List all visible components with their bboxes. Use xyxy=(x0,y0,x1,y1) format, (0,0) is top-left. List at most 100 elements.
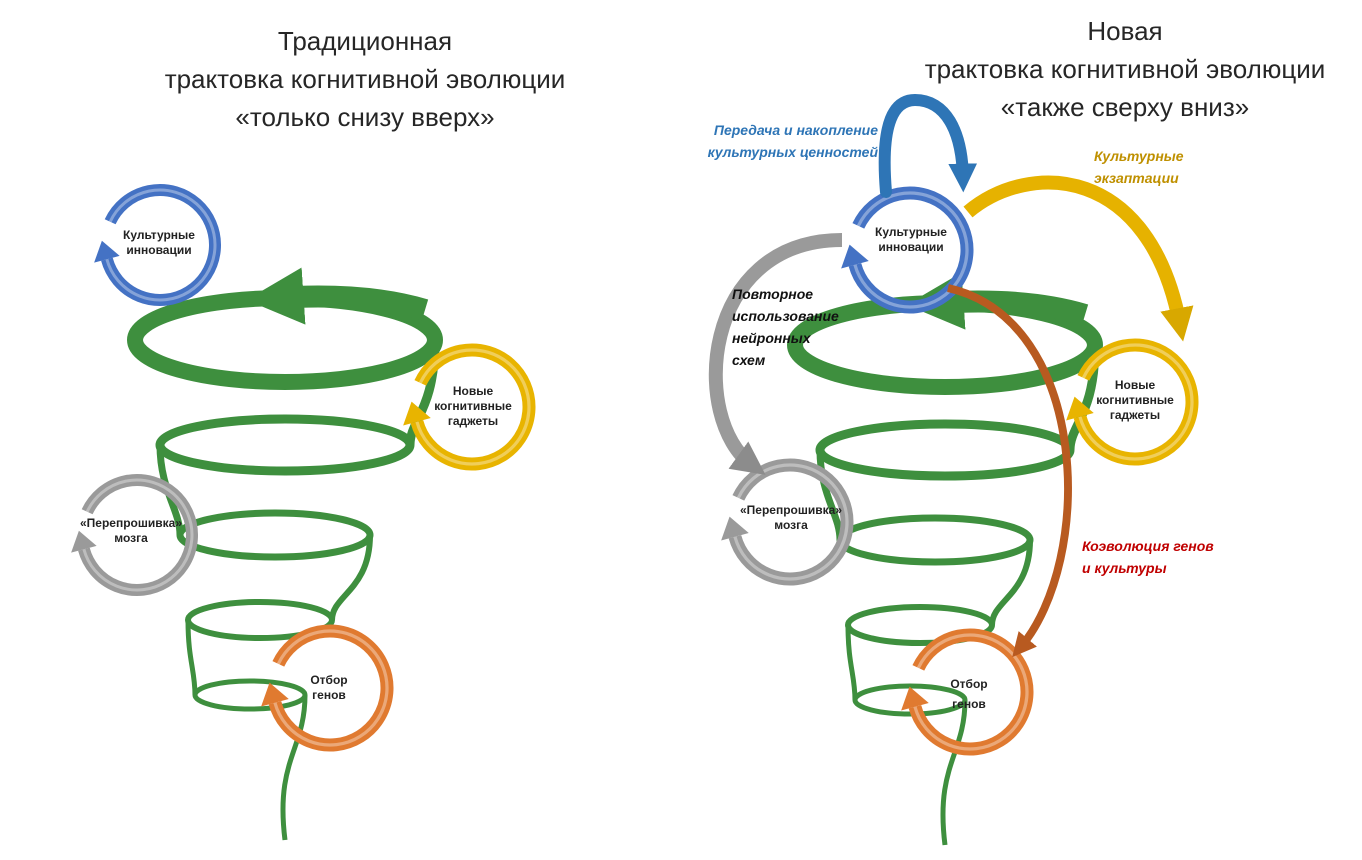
title-line: трактовка когнитивной эволюции xyxy=(924,54,1326,84)
gadgets-cycle-icon xyxy=(1066,338,1199,466)
genes-cycle-icon xyxy=(901,628,1034,756)
culture-cycle-icon xyxy=(94,184,221,306)
cycle-ring xyxy=(848,186,974,314)
cycle-arrowhead xyxy=(721,516,749,541)
cycle-arrowhead xyxy=(94,240,120,263)
right-node-genes-label: Отбор генов xyxy=(910,674,1028,714)
node-label-line: Отбор xyxy=(310,673,348,687)
genes-cycle-icon xyxy=(261,624,394,752)
cycle-arrowhead xyxy=(403,401,431,426)
right-panel-title: Новая трактовка когнитивной эволюции «та… xyxy=(890,12,1360,126)
spiral-loop xyxy=(836,514,1034,566)
left-node-gadgets-label: Новые когнитивные гаджеты xyxy=(414,384,532,429)
spiral-loop xyxy=(176,509,374,561)
cycle-ring-highlight xyxy=(853,191,969,309)
spiral-strand xyxy=(329,534,373,621)
node-label-line: Отбор xyxy=(950,677,988,691)
node-label-line: когнитивные xyxy=(1096,393,1174,407)
cycle-ring xyxy=(1073,338,1199,466)
cycle-ring-highlight xyxy=(82,478,194,592)
annotation-line: экзаптации xyxy=(1094,170,1179,186)
annotation-line: нейронных xyxy=(732,330,811,346)
node-label-line: генов xyxy=(952,697,986,711)
cycle-ring xyxy=(908,628,1034,756)
spiral-arrowhead xyxy=(246,267,429,325)
node-label-line: Новые xyxy=(452,384,494,398)
left-node-culture-label: Культурные инновации xyxy=(100,228,218,258)
title-line: трактовка когнитивной эволюции xyxy=(164,64,566,94)
spiral-strand xyxy=(845,624,858,701)
node-label-line: мозга xyxy=(774,518,808,532)
cycle-ring xyxy=(268,624,394,752)
node-label-line: инновации xyxy=(126,243,192,257)
annotation-line: схем xyxy=(732,352,766,368)
cycle-ring xyxy=(78,474,198,596)
node-label-line: инновации xyxy=(878,240,944,254)
neural-reuse-arrow xyxy=(708,233,843,475)
cycle-ring xyxy=(410,343,536,471)
annotation-line: Передача и накопление xyxy=(713,122,878,138)
cycle-ring-highlight xyxy=(913,633,1029,751)
annotation-exaptation: Культурные экзаптации xyxy=(1094,145,1184,189)
spiral-loop xyxy=(815,419,1075,481)
node-label-line: генов xyxy=(312,688,346,702)
annotation-line: культурных ценностей xyxy=(707,144,878,160)
evolution-spiral-right xyxy=(787,272,1103,846)
annotation-transmission: Передача и накопление культурных ценност… xyxy=(680,119,878,163)
node-label-line: «Перепрошивка» xyxy=(80,516,182,530)
spiral-strand xyxy=(989,539,1033,626)
left-node-genes-label: Отбор генов xyxy=(270,673,388,703)
spiral-stem xyxy=(280,694,308,841)
node-label-line: мозга xyxy=(114,531,148,545)
cycle-arrowhead xyxy=(1066,396,1094,421)
annotation-line: Культурные xyxy=(1094,148,1184,164)
node-label-line: гаджеты xyxy=(1109,408,1161,422)
title-line: Традиционная xyxy=(277,26,453,56)
node-label-line: «Перепрошивка» xyxy=(740,503,842,517)
cycle-ring xyxy=(101,184,221,306)
evolution-spiral-left xyxy=(127,267,443,841)
left-cycle-nodes xyxy=(71,184,536,752)
right-node-brain-label: «Перепрошивка» мозга xyxy=(726,503,856,533)
annotation-line: Повторное xyxy=(732,286,814,302)
cycle-arrowhead xyxy=(841,244,869,269)
spiral-stem xyxy=(940,699,968,846)
annotation-line: Коэволюция генов xyxy=(1082,538,1214,554)
cycle-ring-highlight xyxy=(105,188,217,302)
node-label-line: когнитивные xyxy=(434,399,512,413)
brain-cycle-icon xyxy=(71,474,198,596)
left-node-brain-label: «Перепрошивка» мозга xyxy=(66,516,196,546)
annotation-line: и культуры xyxy=(1082,560,1167,576)
cycle-arrowhead xyxy=(901,686,929,711)
cycle-arrowhead xyxy=(71,530,97,553)
cycle-ring-highlight xyxy=(415,348,531,466)
annotation-coevolution: Коэволюция генов и культуры xyxy=(1082,535,1214,579)
culture-cycle-icon xyxy=(841,186,974,314)
spiral-strand xyxy=(185,619,198,696)
cycle-arrowhead xyxy=(261,682,289,707)
title-line: «только снизу вверх» xyxy=(235,102,495,132)
spiral-arrowhead xyxy=(906,272,1089,330)
cycle-ring xyxy=(728,458,854,586)
node-label-line: гаджеты xyxy=(447,414,499,428)
transmission-loop-arrow xyxy=(878,93,978,198)
right-cycle-nodes xyxy=(721,186,1199,756)
cycle-ring-highlight xyxy=(733,463,849,581)
title-line: Новая xyxy=(1087,16,1163,46)
gadgets-cycle-icon xyxy=(403,343,536,471)
right-node-culture-label: Культурные инновации xyxy=(852,225,970,255)
right-node-gadgets-label: Новые когнитивные гаджеты xyxy=(1076,378,1194,423)
exaptation-arrow xyxy=(963,175,1194,342)
cycle-ring-highlight xyxy=(273,629,389,747)
cycle-ring-highlight xyxy=(1078,343,1194,461)
annotation-line: использование xyxy=(732,308,839,324)
node-label-line: Новые xyxy=(1114,378,1156,392)
left-panel-title: Традиционная трактовка когнитивной эволю… xyxy=(130,22,600,136)
node-label-line: Культурные xyxy=(875,225,947,239)
coevolution-arrow xyxy=(947,284,1072,658)
brain-cycle-icon xyxy=(721,458,854,586)
title-line: «также сверху вниз» xyxy=(1000,92,1250,122)
annotation-neural-reuse: Повторное использование нейронных схем xyxy=(732,283,839,371)
node-label-line: Культурные xyxy=(123,228,195,242)
